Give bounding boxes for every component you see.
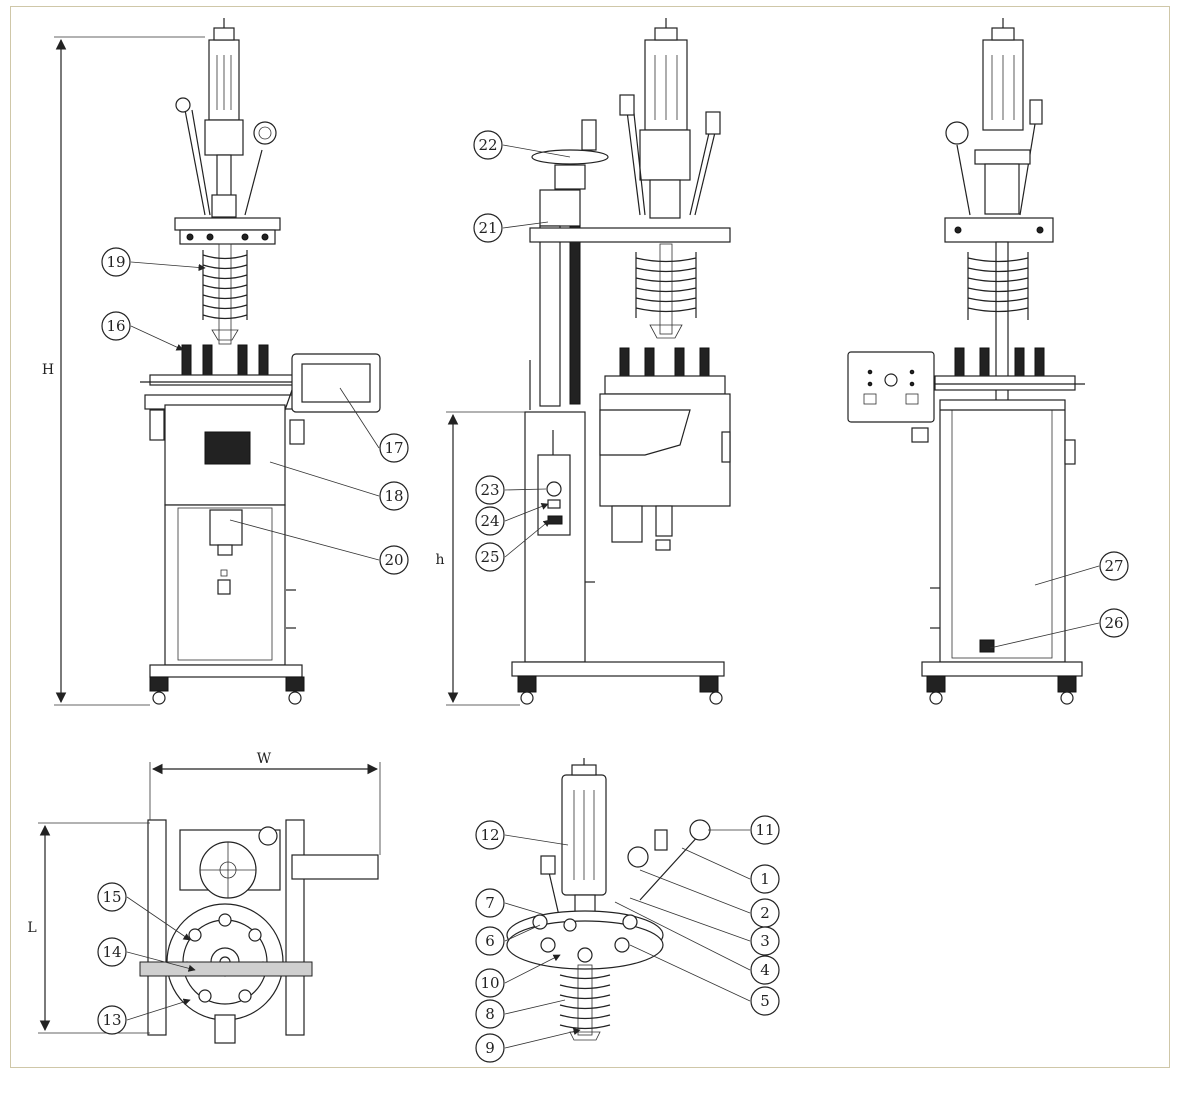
callout-7: 7 (475, 888, 505, 918)
rear-view (847, 18, 1085, 705)
callout-9: 9 (475, 1033, 505, 1063)
svg-text:3: 3 (760, 932, 770, 950)
dimension-label-h: h (435, 552, 444, 568)
leader-lines (126, 144, 1100, 1049)
callout-18: 18 (379, 481, 409, 511)
callout-6: 6 (475, 926, 505, 956)
svg-text:8: 8 (485, 1005, 495, 1023)
lid-assembly-view (506, 758, 711, 1041)
svg-text:13: 13 (102, 1011, 121, 1029)
callout-8: 8 (475, 999, 505, 1029)
svg-text:21: 21 (478, 219, 497, 237)
callout-10: 10 (475, 968, 505, 998)
callout-16: 16 (101, 311, 131, 341)
svg-text:27: 27 (1104, 557, 1123, 575)
callout-3: 3 (750, 926, 780, 956)
svg-text:10: 10 (480, 974, 499, 992)
callout-27: 27 (1099, 551, 1129, 581)
callout-19: 19 (101, 247, 131, 277)
svg-text:22: 22 (478, 136, 497, 154)
callout-22: 22 (473, 130, 503, 160)
svg-text:20: 20 (384, 551, 403, 569)
callout-4: 4 (750, 955, 780, 985)
top-view (139, 819, 379, 1044)
svg-text:24: 24 (480, 512, 499, 530)
svg-text:7: 7 (485, 894, 495, 912)
svg-text:12: 12 (480, 826, 499, 844)
dimension-lines: H h W L (27, 36, 525, 1034)
callout-15: 15 (97, 882, 127, 912)
callouts: 19 16 17 18 20 22 21 23 24 25 27 26 15 1… (97, 130, 1129, 1063)
svg-text:19: 19 (106, 253, 125, 271)
svg-text:9: 9 (485, 1039, 495, 1057)
callout-13: 13 (97, 1005, 127, 1035)
callout-20: 20 (379, 545, 409, 575)
front-view (140, 18, 381, 705)
callout-23: 23 (475, 475, 505, 505)
callout-21: 21 (473, 213, 503, 243)
svg-text:11: 11 (755, 821, 774, 839)
dimension-label-W: W (257, 751, 272, 767)
dimension-label-H: H (42, 362, 54, 378)
svg-text:16: 16 (106, 317, 125, 335)
svg-text:1: 1 (760, 870, 770, 888)
callout-24: 24 (475, 506, 505, 536)
dimension-label-L: L (27, 920, 36, 936)
callout-17: 17 (379, 433, 409, 463)
svg-text:25: 25 (480, 548, 499, 566)
svg-text:2: 2 (760, 904, 770, 922)
callout-1: 1 (750, 864, 780, 894)
callout-12: 12 (475, 820, 505, 850)
svg-text:18: 18 (384, 487, 403, 505)
svg-text:26: 26 (1104, 614, 1123, 632)
callout-14: 14 (97, 937, 127, 967)
svg-text:15: 15 (102, 888, 121, 906)
side-view (511, 18, 731, 705)
svg-text:23: 23 (480, 481, 499, 499)
callout-11: 11 (750, 815, 780, 845)
svg-text:6: 6 (485, 932, 495, 950)
svg-text:5: 5 (760, 992, 770, 1010)
svg-text:14: 14 (102, 943, 121, 961)
callout-26: 26 (1099, 608, 1129, 638)
svg-text:4: 4 (760, 961, 770, 979)
callout-2: 2 (750, 898, 780, 928)
callout-25: 25 (475, 542, 505, 572)
callout-5: 5 (750, 986, 780, 1016)
svg-text:17: 17 (384, 439, 403, 457)
